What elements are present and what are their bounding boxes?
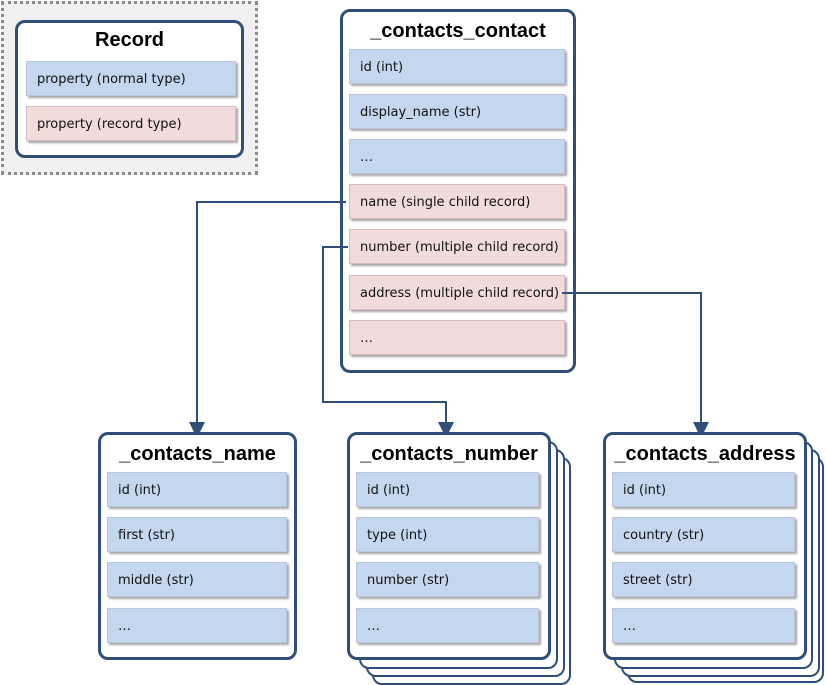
contact-prop-id: id (int) xyxy=(349,49,565,84)
address-prop-street: street (str) xyxy=(612,562,795,597)
name-prop-first: first (str) xyxy=(107,517,287,552)
name-prop-more: … xyxy=(107,608,287,643)
contact-prop-more-records: … xyxy=(349,320,565,355)
number-prop-more: … xyxy=(356,608,539,643)
number-prop-id: id (int) xyxy=(356,472,539,507)
contact-prop-display-name: display_name (str) xyxy=(349,94,565,129)
address-prop-more: … xyxy=(612,608,795,643)
contact-prop-address: address (multiple child record) xyxy=(349,275,565,310)
contacts-name-title: _contacts_name xyxy=(119,443,276,465)
number-prop-type: type (int) xyxy=(356,517,539,552)
contacts-contact-title: _contacts_contact xyxy=(370,20,546,42)
name-prop-id: id (int) xyxy=(107,472,287,507)
connector-name xyxy=(189,201,346,438)
address-prop-country: country (str) xyxy=(612,517,795,552)
connector-number xyxy=(322,246,454,438)
address-prop-id: id (int) xyxy=(612,472,795,507)
contact-prop-number: number (multiple child record) xyxy=(349,229,565,264)
contacts-number-record: _contacts_number id (int) type (int) num… xyxy=(347,432,551,660)
legend-title: Record xyxy=(95,29,164,51)
name-prop-middle: middle (str) xyxy=(107,562,287,597)
legend-record-box: Record property (normal type) property (… xyxy=(15,20,244,158)
contact-prop-name: name (single child record) xyxy=(349,184,565,219)
number-prop-number: number (str) xyxy=(356,562,539,597)
contact-prop-more: … xyxy=(349,139,565,174)
contacts-address-title: _contacts_address xyxy=(614,443,796,465)
contacts-number-title: _contacts_number xyxy=(360,443,538,465)
legend-record-property: property (record type) xyxy=(26,106,236,141)
contacts-contact-record: _contacts_contact id (int) display_name … xyxy=(340,9,576,373)
contacts-name-record: _contacts_name id (int) first (str) midd… xyxy=(98,432,297,660)
connector-address xyxy=(562,292,709,438)
contacts-address-record: _contacts_address id (int) country (str)… xyxy=(603,432,807,660)
legend-normal-property: property (normal type) xyxy=(26,61,236,96)
